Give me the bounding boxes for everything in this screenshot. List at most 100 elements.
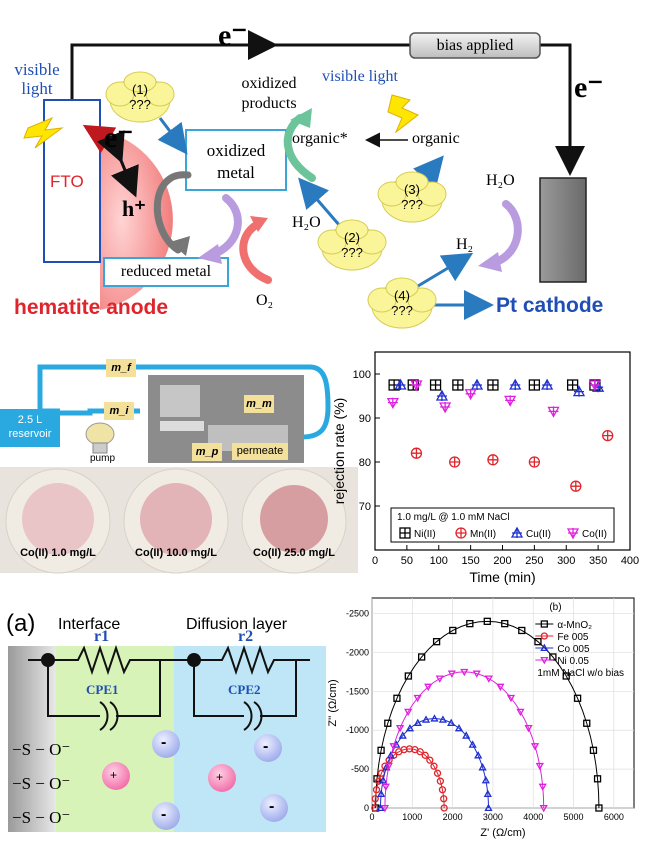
- visible-light-left: visible light: [14, 60, 60, 98]
- cloud-2: [317, 219, 387, 271]
- anion-icon: -: [263, 738, 269, 755]
- membrane-setup-panel: m_f m_i m_m m_p 2.5 L reservoir pump per…: [0, 355, 360, 575]
- circuit-wire-top: [70, 43, 410, 100]
- data-point: [547, 406, 560, 418]
- data-point: [380, 804, 390, 813]
- data-point: [518, 626, 526, 635]
- mp-label: m_p: [192, 443, 222, 461]
- cation-icon: +: [110, 768, 118, 782]
- cpe2-label: CPE2: [228, 682, 261, 697]
- x-axis-label: Z' (Ω/cm): [480, 827, 525, 839]
- legend-marker: [540, 620, 548, 628]
- equivalent-circuit-panel: (a) Interface Diffusion layer r1 r2 CPE1…: [0, 598, 330, 838]
- y-tick-label: -1000: [346, 725, 369, 735]
- data-point: [484, 675, 493, 683]
- data-point: [602, 429, 614, 442]
- charge-separation-arrow: [96, 130, 139, 198]
- y-tick-label: 90: [359, 413, 371, 425]
- data-point: [376, 803, 385, 812]
- legend-entry: Mn(II): [470, 529, 496, 540]
- x-tick-label: 150: [461, 555, 479, 567]
- legend-box: [390, 507, 615, 543]
- data-point: [506, 694, 516, 703]
- x-tick-label: 6000: [604, 812, 624, 822]
- r2-label: r2: [238, 628, 254, 645]
- data-point: [516, 708, 525, 717]
- cloud1-arrow: [157, 117, 188, 155]
- data-point: [583, 719, 591, 727]
- panel-b-label: (b): [549, 602, 561, 613]
- data-point: [430, 714, 439, 722]
- data-point: [379, 776, 388, 784]
- hematite-anode-label: hematite anode: [14, 296, 169, 319]
- data-point: [416, 748, 424, 756]
- data-point: [566, 379, 579, 391]
- electron-label-right: e⁻: [574, 71, 604, 104]
- x-tick-label: 300: [557, 555, 575, 567]
- data-point: [430, 762, 438, 770]
- mi-label: m_i: [104, 402, 134, 420]
- panel-a-label: (a): [6, 610, 36, 637]
- legend-marker: [540, 643, 549, 652]
- legend-note: 1mM NaCl w/o bias: [537, 668, 624, 679]
- data-point: [395, 724, 405, 733]
- data-point: [466, 619, 474, 628]
- data-point: [593, 775, 602, 783]
- data-point: [384, 762, 393, 771]
- y-tick-label: 0: [364, 803, 369, 813]
- surface-group-label: −S − O⁻: [12, 740, 71, 759]
- data-point: [435, 675, 444, 683]
- legend-marker: [510, 526, 524, 538]
- data-point: [438, 786, 447, 794]
- data-point: [447, 670, 456, 678]
- series-line: [375, 620, 600, 809]
- data-point: [462, 731, 471, 739]
- oxidized-metal-label: oxidized metal: [206, 141, 266, 182]
- mf-label: m_f: [106, 359, 136, 377]
- electron-label-top: e⁻: [218, 19, 248, 52]
- organic-label: organic: [412, 130, 460, 147]
- fto-label: FTO: [50, 172, 84, 191]
- hole-electron-label: e⁻: [104, 121, 134, 154]
- data-point: [389, 743, 398, 751]
- y-axis-label: Z'' (Ω/cm): [327, 679, 339, 726]
- pump-label: pump: [90, 453, 116, 464]
- data-point: [484, 803, 493, 812]
- data-point: [570, 480, 582, 492]
- data-point: [588, 380, 602, 392]
- pt-cathode-label: Pt cathode: [496, 294, 604, 317]
- data-point: [410, 447, 423, 459]
- data-point: [509, 378, 522, 390]
- data-point: [371, 804, 379, 812]
- data-point: [595, 804, 603, 812]
- series-line: [384, 671, 545, 809]
- data-point: [404, 708, 413, 717]
- data-point: [424, 683, 433, 692]
- x-axis-label: Time (min): [469, 569, 535, 585]
- legend-title: 1.0 mg/L @ 1.0 mM NaCl: [397, 512, 510, 523]
- data-point: [572, 385, 586, 397]
- data-point: [421, 715, 431, 723]
- disc-label: Co(II) 1.0 mg/L: [20, 547, 96, 559]
- legend-entry: Cu(II): [526, 529, 551, 540]
- data-point: [381, 783, 390, 792]
- lightning-icon: [387, 94, 419, 134]
- data-point: [464, 388, 477, 401]
- oxidized-metal-box: [185, 129, 287, 191]
- data-point: [562, 672, 570, 680]
- plot-area: [371, 597, 635, 809]
- cloud-4: [367, 277, 437, 329]
- pt-cathode-electrode: [539, 177, 587, 283]
- data-point: [435, 389, 449, 401]
- cloud-3: [377, 171, 447, 223]
- water-reduction-arrow: [492, 200, 522, 266]
- data-point: [440, 795, 448, 803]
- data-point: [483, 617, 491, 625]
- data-point: [470, 378, 484, 390]
- data-point: [541, 378, 554, 390]
- y-tick-label: -1500: [346, 686, 369, 696]
- cloud-2-text: (2)???: [341, 230, 363, 260]
- cpe1-label: CPE1: [86, 682, 119, 697]
